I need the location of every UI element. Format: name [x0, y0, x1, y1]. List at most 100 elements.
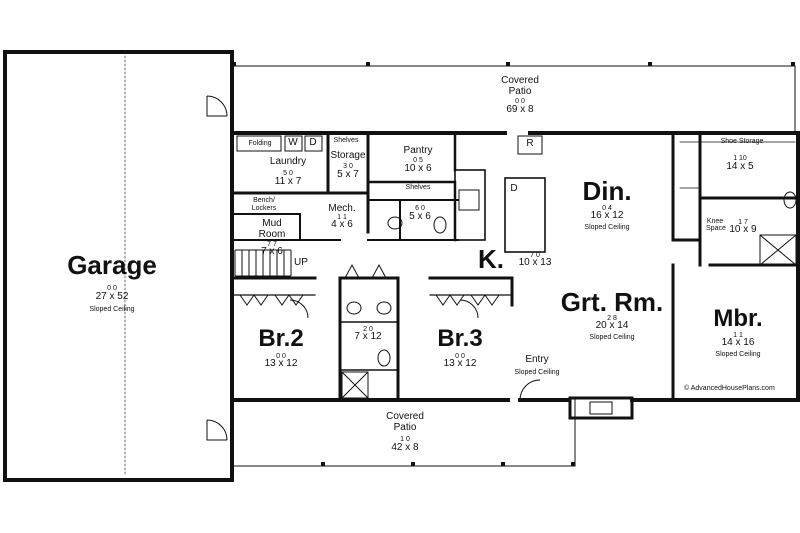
credit-text: © AdvancedHousePlans.com — [684, 385, 775, 392]
patio-top-dim: 69 x 8 — [506, 104, 534, 115]
fixtures — [206, 62, 797, 466]
mech-sup: 1 1 — [337, 214, 347, 221]
patio-posts — [232, 62, 795, 466]
grt-label: Grt. Rm. — [560, 287, 664, 317]
bifold-br3 — [435, 294, 500, 306]
din-dim: 16 x 12 — [590, 210, 624, 221]
toilet-small — [433, 216, 447, 234]
master-closet-shelves — [679, 141, 796, 189]
tub-x — [341, 371, 369, 399]
mbr-label: Mbr. — [713, 305, 763, 332]
sink-mid-1 — [346, 301, 362, 315]
entry-label: Entry — [525, 354, 549, 365]
storage-label: Storage — [330, 150, 366, 161]
laundry-dim: 11 x 7 — [274, 176, 302, 187]
dishwasher-label: D — [510, 183, 518, 194]
washer-box — [284, 135, 303, 152]
knee-space-label: Knee Space — [706, 218, 726, 233]
grt-note: Sloped Ceiling — [589, 334, 635, 341]
garage-wall — [3, 50, 234, 482]
shoe-storage-label: Shoe Storage — [720, 138, 764, 145]
dryer-box — [304, 135, 323, 152]
kitchen-sup: 7 0 — [530, 252, 540, 259]
door-garage-bottom — [206, 419, 228, 441]
sink-mid-2 — [376, 301, 392, 315]
master-wall — [671, 131, 800, 402]
mudroom-wall — [231, 213, 341, 241]
door-br2 — [289, 299, 309, 319]
br3-label: Br.3 — [437, 325, 483, 352]
dryer-label: D — [309, 137, 317, 148]
fireplace — [568, 396, 634, 420]
walls — [3, 50, 800, 482]
folding-label: Folding — [248, 140, 272, 147]
laundry-wall — [230, 131, 370, 234]
bath-small-dim: 5 x 6 — [409, 211, 431, 222]
bedroom-top-wall — [230, 276, 514, 402]
bath-m-sup: 1 7 — [738, 219, 748, 226]
tub-master-x — [759, 234, 797, 266]
sink-small — [387, 216, 403, 230]
din-note: Sloped Ceiling — [584, 224, 630, 231]
patio-bot-dim: 42 x 8 — [391, 442, 419, 453]
br2-sup: 0 0 — [276, 353, 286, 360]
br3-dim: 13 x 12 — [443, 358, 477, 369]
mudroom-name2: Room — [258, 229, 286, 240]
washer-label: W — [288, 137, 298, 148]
bath-m-dim: 10 x 9 — [729, 224, 757, 235]
pantry-label: Pantry — [403, 145, 433, 156]
garage-label: Garage — [67, 250, 157, 280]
fridge-box — [517, 135, 543, 155]
storage-dim: 5 x 7 — [337, 169, 359, 180]
patio-bot-name2: Patio — [393, 422, 417, 433]
br2-dim: 13 x 12 — [264, 358, 298, 369]
fridge-label: R — [526, 138, 534, 149]
storage-sup: 3 0 — [343, 163, 353, 170]
garage-note: Sloped Ceiling — [89, 306, 135, 313]
mudroom-sup: 7 7 — [267, 241, 277, 248]
mbr-sup: 1 1 — [733, 332, 743, 339]
toilet-mid — [377, 349, 391, 367]
pantry-sup: 0 5 — [413, 157, 423, 164]
bath-small-sup: 6 0 — [415, 205, 425, 212]
laundry-sup: 5 0 — [283, 170, 293, 177]
door-entry — [519, 379, 541, 401]
bifold-br2 — [239, 294, 304, 306]
shelves1-label: Shelves — [333, 137, 359, 144]
patio-bottom-outline — [231, 399, 576, 467]
closet-m-sup: 1 10 — [733, 155, 747, 162]
copyright-icon: © — [684, 385, 690, 392]
lockers-label: Lockers — [251, 205, 277, 212]
br2-label: Br.2 — [258, 325, 304, 352]
br3-sup: 0 0 — [455, 353, 465, 360]
patio-bot-sup: 1 0 — [400, 436, 410, 443]
mbr-dim: 14 x 16 — [721, 337, 755, 348]
stairs-up-label: UP — [294, 257, 308, 268]
din-sup: 0 4 — [602, 205, 612, 212]
fireplace-insert — [589, 401, 613, 415]
grt-sup: 2 8 — [607, 315, 617, 322]
toilet-master — [783, 191, 797, 209]
mbr-note: Sloped Ceiling — [715, 351, 761, 358]
bath-mid-dim: 7 x 12 — [354, 331, 382, 342]
tub-master — [759, 234, 797, 266]
garage-dim: 27 x 52 — [95, 291, 129, 302]
pantry-dim: 10 x 6 — [404, 163, 432, 174]
kitchen-label: K. — [478, 244, 504, 274]
shelves2-label: Shelves — [405, 184, 431, 191]
stairs — [234, 249, 292, 277]
mech-label: Mech. — [328, 203, 356, 214]
door-garage-top — [206, 95, 228, 117]
kitchen-counter — [454, 169, 486, 241]
mech-wall — [367, 199, 459, 241]
door-br3 — [459, 299, 479, 319]
garage-dim-sup: 0 0 — [107, 285, 117, 292]
patio-bot-name1: Covered — [386, 411, 424, 422]
closet-m-dim: 14 x 5 — [726, 161, 754, 172]
laundry-label: Laundry — [269, 156, 307, 167]
folding-counter — [236, 135, 282, 152]
credit-label: AdvancedHousePlans.com — [690, 385, 775, 392]
bench-label: Bench/ — [253, 197, 275, 204]
grt-dim: 20 x 14 — [595, 320, 629, 331]
